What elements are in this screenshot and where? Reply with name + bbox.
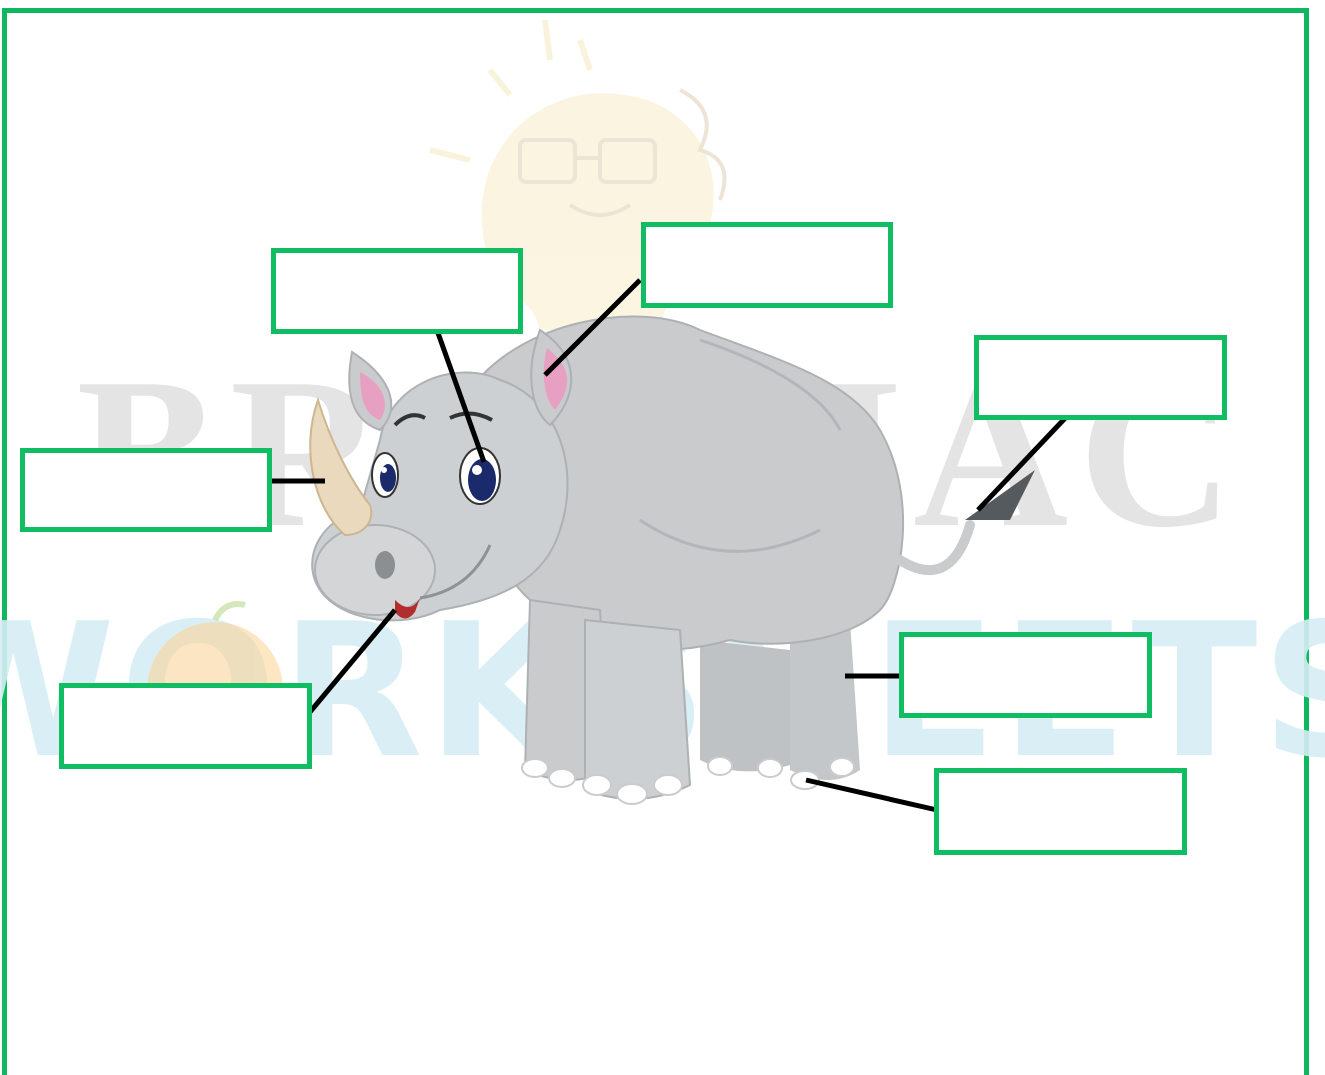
leader-line-ear — [543, 278, 642, 377]
leader-line-eye — [435, 332, 487, 463]
label-box-mouth[interactable] — [59, 683, 312, 769]
label-box-tail[interactable] — [974, 335, 1227, 420]
page-frame — [2, 8, 1309, 1075]
label-box-ear[interactable] — [641, 222, 893, 308]
leader-line-mouth — [308, 608, 397, 714]
leader-line-toes — [805, 777, 938, 813]
label-box-eye[interactable] — [271, 248, 523, 334]
label-box-horn[interactable] — [20, 448, 272, 532]
label-box-leg[interactable] — [899, 632, 1152, 718]
leader-lines — [270, 278, 1072, 813]
leader-line-tail — [976, 411, 1072, 512]
rhino-illustration — [309, 315, 1035, 805]
label-box-toes[interactable] — [934, 768, 1187, 855]
